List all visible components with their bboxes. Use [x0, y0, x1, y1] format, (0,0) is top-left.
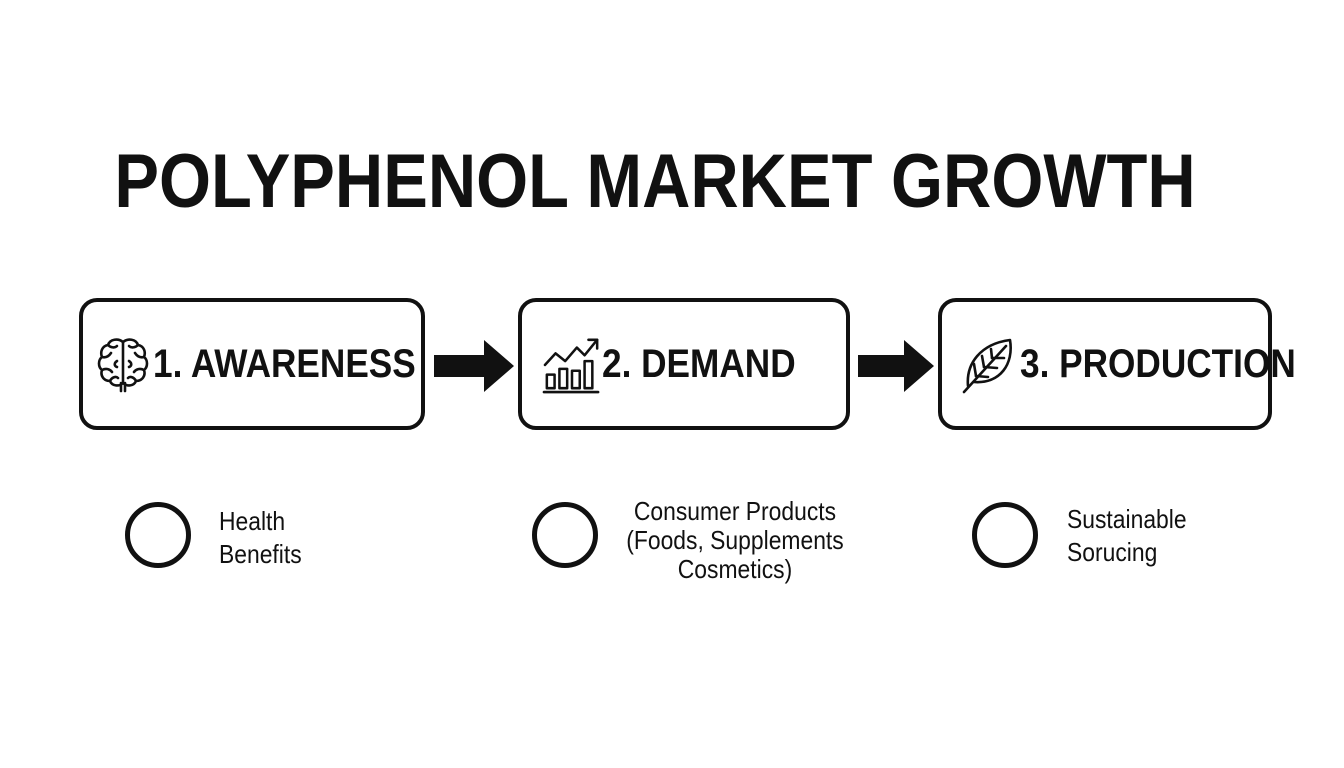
detail-line: Sustainable — [1067, 504, 1187, 534]
arrow-right-icon — [858, 340, 934, 392]
rising-chart-icon — [542, 332, 602, 396]
detail-marker-circle — [972, 502, 1038, 568]
step-demand-label: 2. DEMAND — [602, 341, 796, 386]
awareness-detail: Health Benefits — [219, 505, 302, 571]
detail-line: Cosmetics) — [677, 554, 793, 584]
production-detail: Sustainable Sorucing — [1067, 503, 1187, 569]
brain-icon — [93, 332, 153, 396]
detail-line: Sorucing — [1067, 537, 1158, 567]
step-production-box: 3. PRODUCTION — [938, 298, 1296, 430]
detail-line: Benefits — [219, 539, 302, 569]
detail-line: (Foods, Supplements — [626, 525, 844, 555]
leaf-icon — [960, 332, 1020, 396]
detail-marker-circle — [125, 502, 191, 568]
demand-detail: Consumer Products (Foods, Supplements Co… — [616, 497, 854, 584]
detail-marker-circle — [532, 502, 598, 568]
step-awareness-box: 1. AWARENESS — [79, 298, 425, 430]
detail-line: Health — [219, 506, 286, 536]
arrow-right-icon — [434, 340, 514, 392]
step-demand-box: 2. DEMAND — [518, 298, 850, 430]
detail-line: Consumer Products — [633, 496, 837, 526]
step-awareness-label: 1. AWARENESS — [153, 341, 416, 386]
step-production-label: 3. PRODUCTION — [1020, 341, 1296, 386]
diagram-title: POLYPHENOL MARKET GROWTH — [114, 139, 1196, 224]
